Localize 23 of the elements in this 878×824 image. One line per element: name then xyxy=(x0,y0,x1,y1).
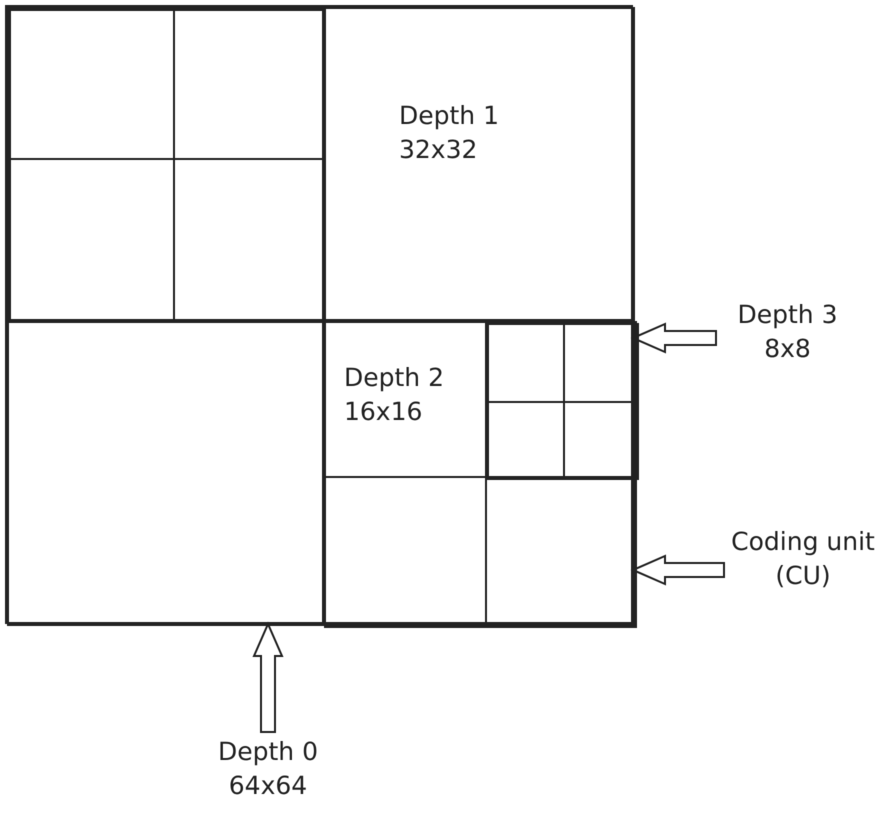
coding-block xyxy=(173,158,326,323)
coding-block xyxy=(324,321,487,478)
coding-block xyxy=(322,7,635,321)
coding-block xyxy=(487,323,565,403)
size-label: 8x8 xyxy=(763,333,812,365)
coding-block xyxy=(563,323,639,403)
coding-block xyxy=(173,9,326,160)
block-label: Depth 3 xyxy=(736,299,838,331)
block-label: Depth 2 xyxy=(344,362,444,394)
coding-block xyxy=(485,321,637,478)
block-label: Coding unit (CU) xyxy=(730,526,876,592)
coding-block xyxy=(563,401,639,480)
coding-block xyxy=(7,7,324,321)
size-label: 16x16 xyxy=(344,396,424,428)
coding-block xyxy=(7,319,324,626)
size-label: 64x64 xyxy=(228,770,308,802)
coding-block xyxy=(9,158,175,323)
size-label: 32x32 xyxy=(399,134,478,166)
block-label: Depth 0 xyxy=(217,736,319,768)
coding-block xyxy=(487,401,565,480)
block-label: Depth 1 xyxy=(399,100,499,132)
coding-block xyxy=(324,476,487,628)
coding-block xyxy=(9,9,175,160)
